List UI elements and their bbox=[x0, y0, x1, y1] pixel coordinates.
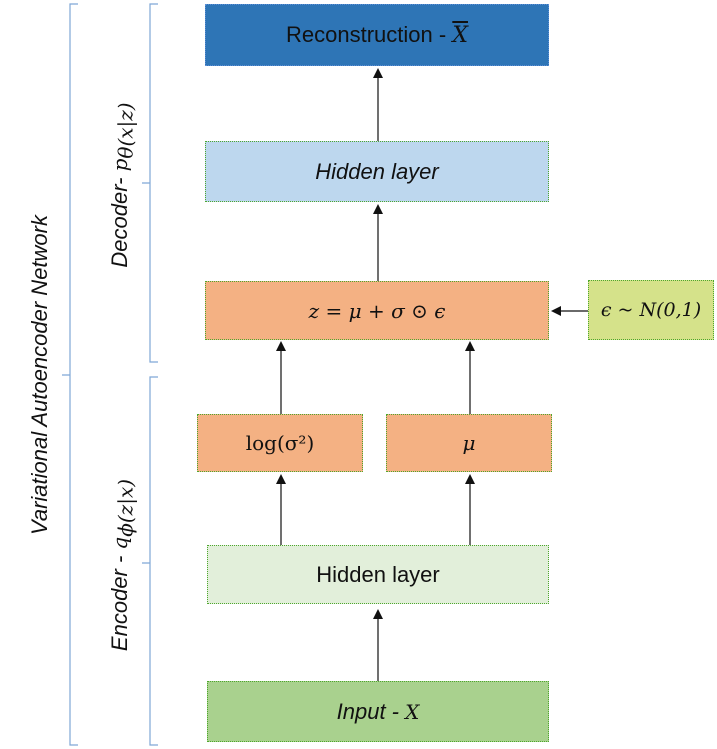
reconstruction-symbol: X bbox=[452, 22, 468, 48]
decoder-label-subscript: θ(x|z) bbox=[113, 102, 138, 159]
encoder-label-subscript: ϕ(z|x) bbox=[113, 478, 138, 537]
decoder-label-text: Decoder- bbox=[107, 171, 132, 268]
network-label: Variational Autoencoder Network bbox=[25, 175, 55, 575]
latent-z-box: z = μ + σ ⊙ ϵ bbox=[205, 281, 549, 340]
encoder-label-text: Encoder - bbox=[107, 549, 132, 652]
decoder-label-symbol: p bbox=[108, 158, 132, 172]
input-label: Input - bbox=[336, 698, 406, 724]
input-symbol: X bbox=[405, 699, 420, 724]
latent-z-equation: z = μ + σ ⊙ ϵ bbox=[308, 298, 446, 323]
encoder-label: Encoder - qϕ(z|x) bbox=[105, 425, 138, 705]
encoder-label-symbol: q bbox=[108, 536, 132, 550]
epsilon-label: ϵ ~ N(0,1) bbox=[600, 299, 702, 321]
encoder-hidden-layer-box: Hidden layer bbox=[207, 545, 549, 604]
encoder-hidden-layer-label: Hidden layer bbox=[316, 561, 440, 587]
reconstruction-box: Reconstruction - X bbox=[205, 4, 549, 66]
log-variance-label: log(σ²) bbox=[245, 431, 315, 455]
network-label-text: Variational Autoencoder Network bbox=[27, 215, 52, 535]
decoder-hidden-layer-label: Hidden layer bbox=[315, 158, 439, 184]
log-variance-box: log(σ²) bbox=[197, 414, 363, 472]
encoder-bracket bbox=[142, 376, 158, 746]
decoder-label: Decoder- pθ(x|z) bbox=[105, 45, 138, 325]
decoder-hidden-layer-box: Hidden layer bbox=[205, 141, 549, 202]
mu-label: μ bbox=[462, 431, 476, 455]
epsilon-box: ϵ ~ N(0,1) bbox=[588, 280, 714, 340]
network-bracket bbox=[62, 3, 78, 746]
reconstruction-label: Reconstruction - bbox=[286, 22, 453, 47]
input-box: Input - X bbox=[207, 681, 549, 742]
mu-box: μ bbox=[386, 414, 552, 472]
decoder-bracket bbox=[142, 3, 158, 363]
